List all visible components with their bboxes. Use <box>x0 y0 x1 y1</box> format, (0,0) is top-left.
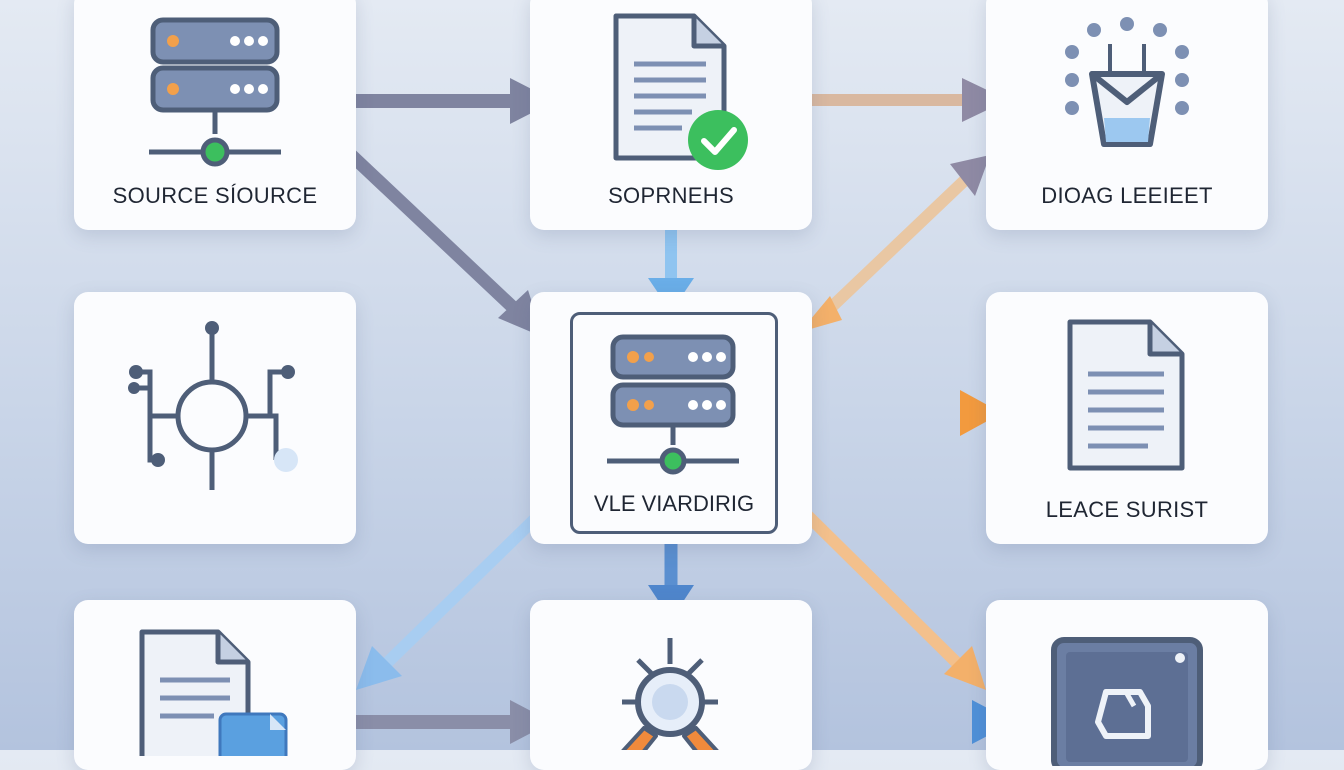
node-source-label: SOURCE SÍOURCE <box>112 183 318 208</box>
document-export-icon <box>139 629 288 756</box>
node-document-check[interactable]: SOPRNEHS <box>530 0 812 230</box>
arrow-document-export-to-search <box>340 700 552 744</box>
server-icon <box>607 334 739 475</box>
node-search[interactable] <box>530 600 812 770</box>
arrow-hub-to-document-export <box>356 507 547 690</box>
arrow-document-to-diagnostic <box>798 78 1008 122</box>
node-source[interactable]: SOURCE SÍOURCE <box>74 0 356 230</box>
node-document-export[interactable] <box>74 600 356 770</box>
node-report-label: LEACE SURIST <box>1045 497 1209 522</box>
arrow-hub-to-device <box>795 503 986 690</box>
node-document-check-label: SOPRNEHS <box>608 183 734 208</box>
node-device[interactable] <box>986 600 1268 770</box>
flask-icon <box>1065 17 1189 147</box>
document-icon <box>1067 319 1185 471</box>
arrow-hub-diagnostic-bidirectional <box>800 155 990 332</box>
arrow-source-to-document <box>340 78 555 124</box>
node-hub-frame: VLE VIARDIRIG <box>570 312 778 534</box>
node-diagnostic[interactable]: DIOAG LEEIEET <box>986 0 1268 230</box>
node-report[interactable]: LEACE SURIST <box>986 292 1268 544</box>
document-check-icon <box>613 13 748 170</box>
network-icon <box>128 321 298 490</box>
arrow-search-to-device <box>798 700 1014 744</box>
node-network[interactable] <box>74 292 356 544</box>
node-hub-label: VLE VIARDIRIG <box>593 491 755 516</box>
arrow-source-to-hub <box>343 147 543 337</box>
device-icon <box>1051 637 1203 766</box>
server-icon <box>149 17 281 167</box>
node-diagnostic-label: DIOAG LEEIEET <box>1041 183 1213 208</box>
magnifier-icon <box>621 638 719 750</box>
